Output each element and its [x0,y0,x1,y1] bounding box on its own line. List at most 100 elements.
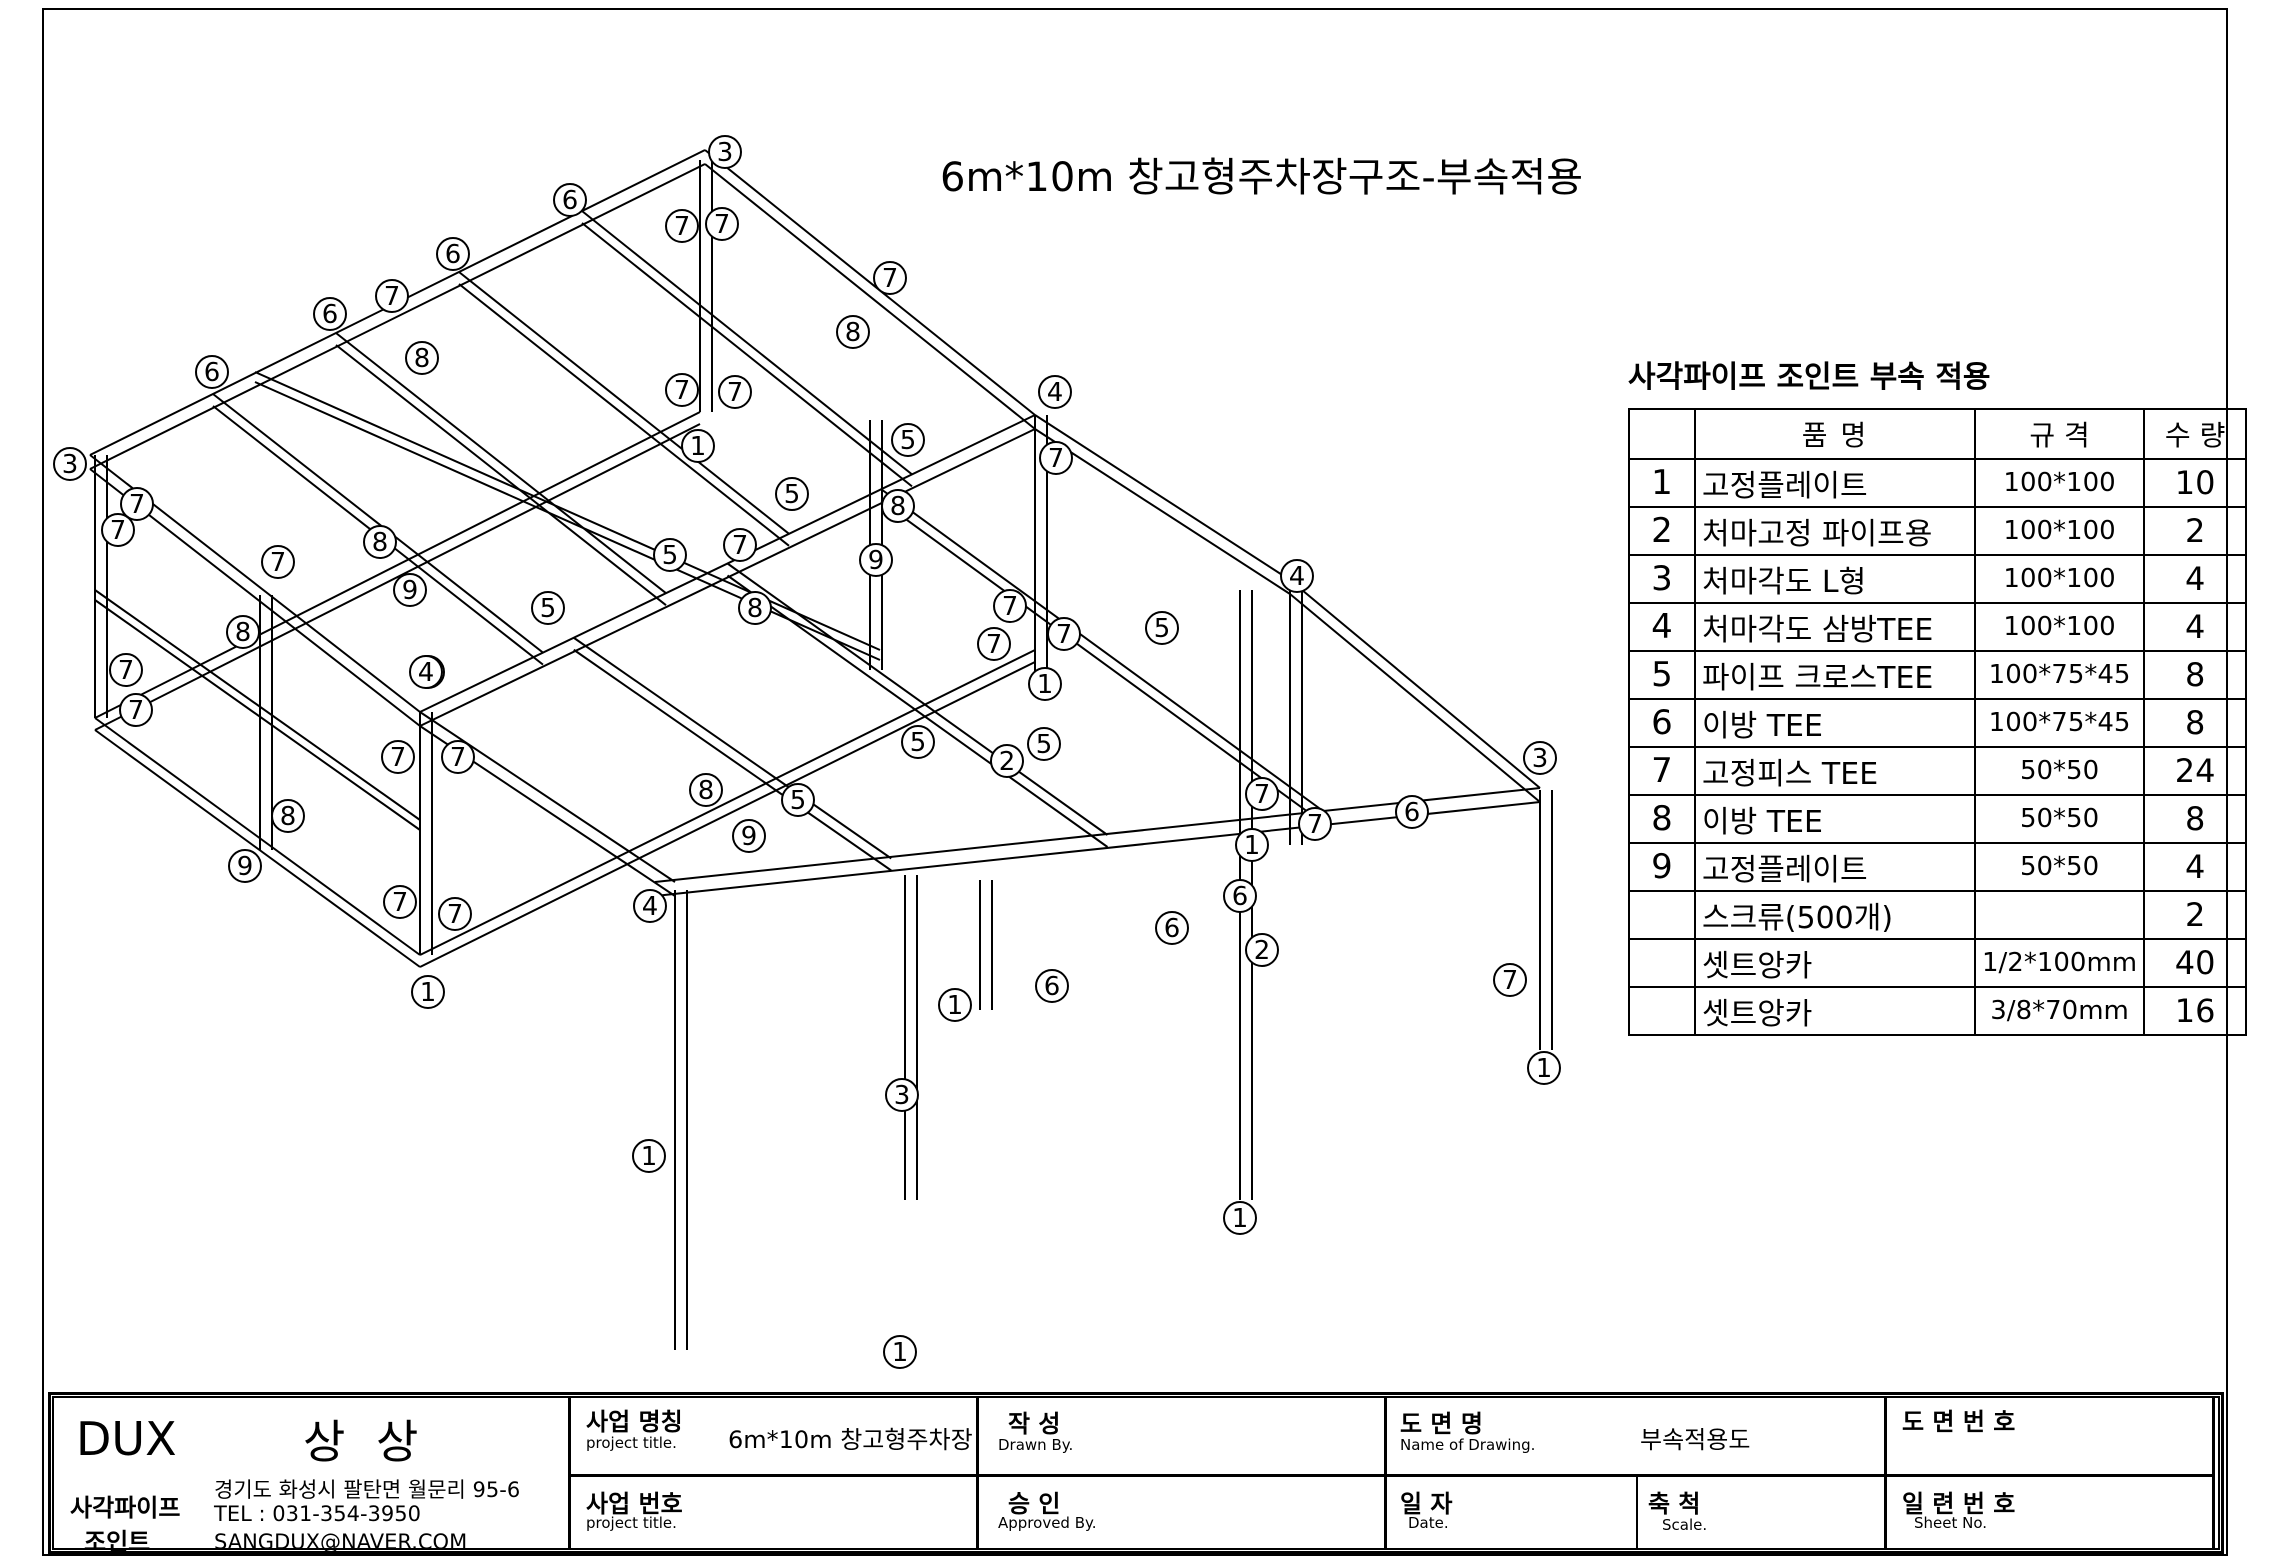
callout: 5 [531,591,565,625]
callout: 4 [633,889,667,923]
date-label-en: Date. [1408,1514,1449,1532]
roof-beam [89,163,706,470]
callout: 7 [723,528,757,562]
callout: 3 [53,447,87,481]
part-name: 파이프 크로스TEE [1694,650,1976,700]
callout-number: 5 [784,480,801,510]
callout-circle [1047,617,1081,651]
part-spec: 1/2*100mm [1973,938,2146,988]
rafter [581,210,913,476]
drawn-by-label: 작 성 [1008,1410,1061,1438]
floor-rail [94,717,421,956]
part-name: 셋트앙카 [1694,938,1976,988]
roof-beam [1034,414,1291,581]
callout-number: 7 [110,516,127,546]
callout: 7 [993,589,1027,623]
part-qty: 40 [2143,938,2248,988]
callout: 9 [859,543,893,577]
callout-number: 1 [641,1142,658,1172]
rafter [212,393,544,654]
rafter [335,332,667,594]
callout: 1 [938,988,972,1022]
roof-beam [1034,428,1291,595]
callout-circle [732,819,766,853]
part-spec: 100*100 [1973,554,2146,604]
callout: 5 [1145,611,1179,645]
parts-table-header: 품 명 규 격 수 량 [1628,408,2248,460]
callout-circle [873,261,907,295]
callout-circle [738,591,772,625]
callout-number: 7 [447,900,464,930]
callout-circle [1039,441,1073,475]
part-spec: 100*75*45 [1973,650,2146,700]
callout: 6 [553,183,587,217]
callout-number: 8 [845,318,862,348]
callout-circle [1523,741,1557,775]
callout-circle [1027,727,1061,761]
callout-circle [405,341,439,375]
callout-circle [708,135,742,169]
callout-number: 8 [890,492,907,522]
callout-circle [883,1335,917,1369]
part-name: 고정플레이트 [1694,458,1976,508]
callout: 1 [411,975,445,1009]
callout-circle [1245,933,1279,967]
rafter [458,271,790,535]
part-qty: 8 [2143,794,2248,844]
callout-circle [836,315,870,349]
part-qty: 8 [2143,698,2248,748]
callout: 9 [228,849,262,883]
callout-number: 9 [237,852,254,882]
callout-number: 7 [727,378,744,408]
title-block: DUX 상 상 사각파이프 조인트 경기도 화성시 팔탄면 월문리 95-6 T… [48,1392,2224,1556]
callout: 7 [119,693,153,727]
callout-number: 5 [540,594,557,624]
callout-number: 7 [1307,810,1324,840]
callout: 8 [271,799,305,833]
part-qty: 2 [2143,506,2248,556]
header-name: 품 명 [1694,408,1976,460]
callout-number: 2 [1254,936,1271,966]
callout-circle [977,627,1011,661]
callout-number: 6 [322,300,339,330]
callout-number: 3 [62,450,79,480]
callout: 7 [109,653,143,687]
callout-number: 8 [747,594,764,624]
callout-number: 7 [732,531,749,561]
callout-number: 6 [1404,798,1421,828]
callout: 8 [226,615,260,649]
callout-number: 5 [900,426,917,456]
callout-circle [383,885,417,919]
callout-circle [1527,1051,1561,1085]
purlin [254,371,881,651]
callout-number: 7 [1048,444,1065,474]
callout: 1 [1527,1051,1561,1085]
callout: 8 [836,315,870,349]
callout-number: 7 [1002,592,1019,622]
rafter [581,222,913,488]
callout-number: 5 [910,728,927,758]
callout-circle [689,773,723,807]
callout-number: 9 [741,822,758,852]
part-qty: 4 [2143,602,2248,652]
part-qty: 10 [2143,458,2248,508]
part-spec [1973,890,2146,940]
callout-circle [195,355,229,389]
callout-circle [901,725,935,759]
rafter [880,500,1325,825]
callout-circle [718,375,752,409]
parts-table-title: 사각파이프 조인트 부속 적용 [1628,360,1991,395]
callout-circle [1038,375,1072,409]
callout-circle [1223,1201,1257,1235]
part-no: 7 [1628,746,1696,796]
callout: 7 [705,207,739,241]
callout-layer: 3666637778787741575897789755788777541771… [53,135,1561,1369]
part-name: 스크류(500개) [1694,890,1976,940]
callout-number: 7 [392,888,409,918]
callout-circle [1028,667,1062,701]
callout-number: 3 [894,1081,911,1111]
roof-beam [1289,579,1541,789]
